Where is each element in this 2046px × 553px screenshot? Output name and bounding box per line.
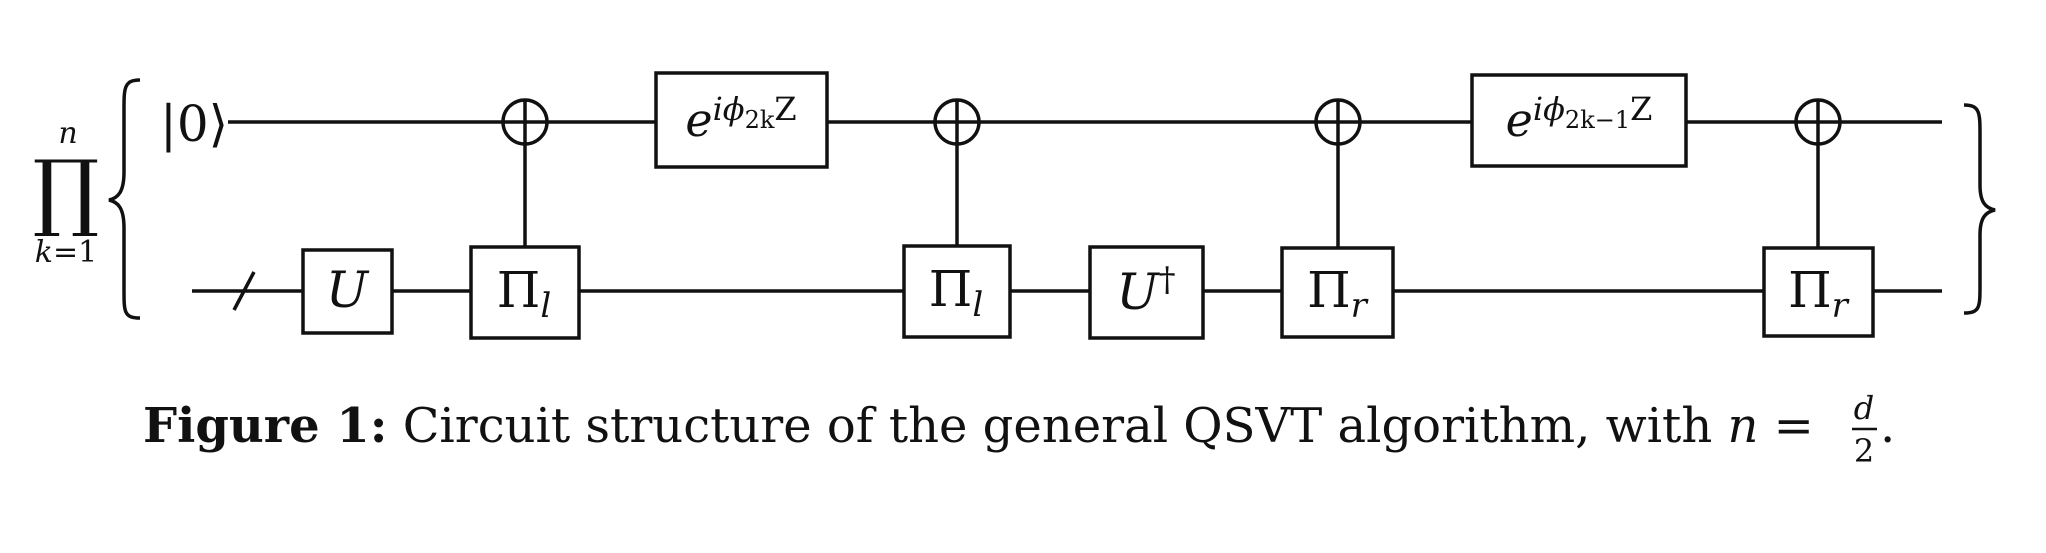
target-oplus-3 <box>1314 98 1362 146</box>
svg-text:eiϕ2kZ: eiϕ2kZ <box>685 90 796 147</box>
figure-caption: Figure 1: Circuit structure of the gener… <box>143 389 1895 470</box>
projector-gate-pi-l-2: Πl <box>902 244 1012 339</box>
u-gate: U <box>301 248 394 335</box>
target-oplus-2 <box>933 98 981 146</box>
product-lower-limit: k=1 <box>35 235 97 270</box>
right-brace <box>1963 103 1996 315</box>
phase-gate-2k: eiϕ2kZ <box>654 71 829 169</box>
target-oplus-1 <box>501 98 549 146</box>
target-oplus-4 <box>1794 98 1842 146</box>
svg-text:U†: U† <box>1116 260 1175 321</box>
svg-text:eiϕ2k−1Z: eiϕ2k−1Z <box>1506 90 1653 147</box>
projector-gate-pi-l-1: Πl <box>469 245 581 340</box>
caption-fraction-denominator: 2 <box>1854 432 1874 470</box>
svg-text:Πr: Πr <box>1307 261 1369 326</box>
svg-text:U: U <box>326 261 370 319</box>
svg-text:Πl: Πl <box>497 261 551 326</box>
projector-gate-pi-r-2: Πr <box>1762 246 1875 338</box>
product-symbol: ∏ <box>33 142 100 240</box>
caption-label: Figure 1: <box>143 398 387 454</box>
svg-text:Πl: Πl <box>929 260 983 325</box>
u-dagger-gate: U† <box>1088 245 1205 340</box>
top-qubit-state: |0⟩ <box>160 95 228 153</box>
svg-text:Figure 1: Circuit structure of: Figure 1: Circuit structure of the gener… <box>143 398 1814 454</box>
register-slash <box>232 271 256 311</box>
projector-gate-pi-r-1: Πr <box>1280 246 1395 339</box>
left-brace <box>108 78 141 320</box>
product-upper-limit: n <box>58 116 77 151</box>
svg-text:Πr: Πr <box>1788 261 1850 326</box>
phase-gate-2k-minus-1: eiϕ2k−1Z <box>1470 73 1688 168</box>
caption-end: . <box>1880 398 1895 454</box>
caption-text: Circuit structure of the general QSVT al… <box>387 398 1727 454</box>
product-operator: n ∏ k=1 <box>33 116 100 270</box>
caption-fraction-numerator: d <box>1854 389 1874 427</box>
